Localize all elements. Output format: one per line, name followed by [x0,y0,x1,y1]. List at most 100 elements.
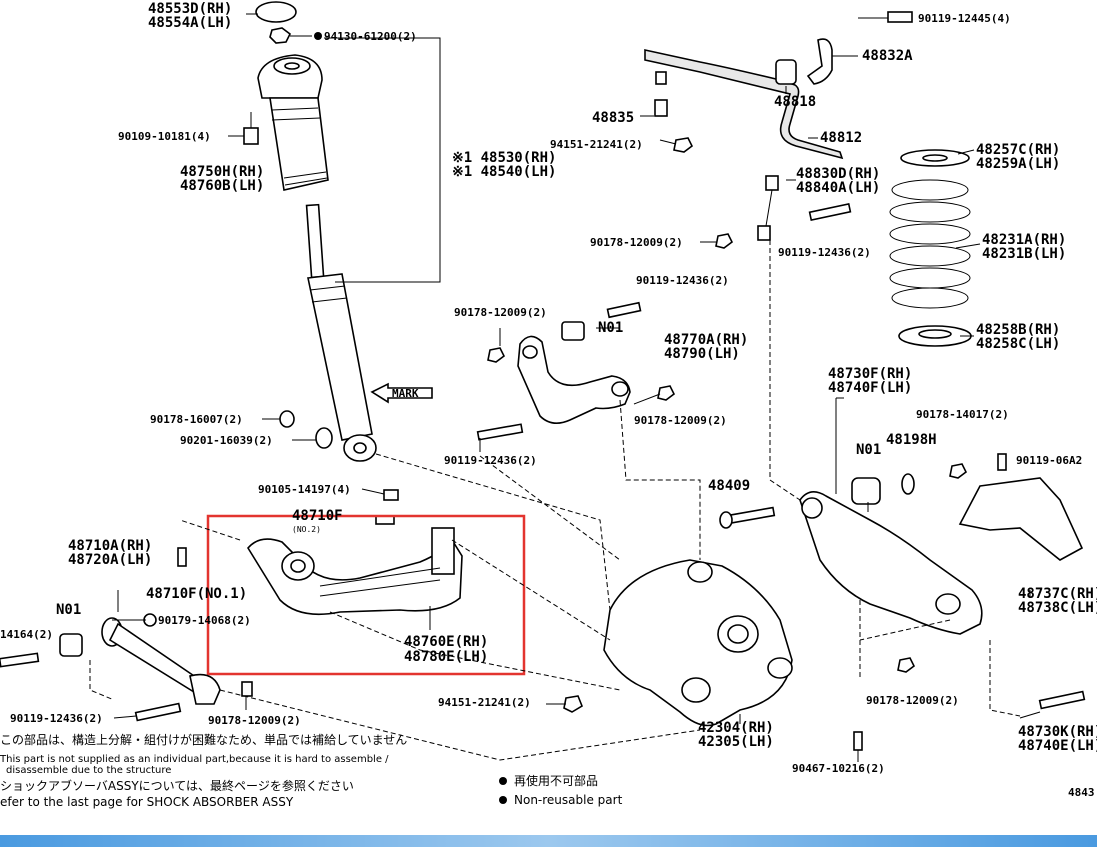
trailing-arm[interactable] [799,491,983,635]
label-lower-arm-no2-lh: 48780E(LH) [404,649,488,665]
label-trailing-arm: 48730F(RH) [828,366,912,382]
label-nut-lower-left: 90178-12009(2) [208,714,301,727]
non-reusable-dot-2 [499,796,507,804]
cam-bolt[interactable] [719,506,776,529]
stab-bracket[interactable] [806,38,833,85]
label-coil-spring-lh: 48231B(LH) [982,246,1066,262]
label-stab-link-lh: 48840A(LH) [796,180,880,196]
toe-bushing[interactable] [561,321,585,341]
stab-nut[interactable] [673,137,694,153]
mark-arrow [370,382,433,404]
shock-absorber-assembly[interactable] [255,1,377,462]
label-mark: MARK [392,387,419,400]
label-lower-arm-right-lh: 48738C(LH) [1018,600,1097,616]
mount-bolt[interactable] [243,112,259,145]
note-en1b: disassemble due to the structure [6,765,171,776]
label-code-corner: 4843 [1068,786,1095,799]
top-mount-cap [255,1,297,23]
stab-bolt[interactable] [887,11,913,23]
stabilizer-bar[interactable] [644,49,844,160]
stab-clamp-top [655,71,667,85]
label-stab-link: 48830D(RH) [796,166,880,182]
label-arm-bolt: 90105-14197(4) [258,483,351,496]
trailing-nut2[interactable] [897,657,916,673]
knuckle-nut[interactable] [563,695,583,713]
upper-mount-hole [284,62,300,70]
upper-arm-nut[interactable] [241,681,253,697]
coil-spring-group[interactable] [889,149,972,347]
label-n01-toe: N01 [598,320,623,336]
bracket-no1[interactable] [177,547,187,567]
label-mount-bolt: 90109-10181(4) [118,130,211,143]
note-en2: efer to the last page for SHOCK ABSORBER… [0,795,294,809]
label-toe-bolt: 90119-12436(2) [636,274,729,287]
toe-nut[interactable] [487,347,506,363]
label-lower-insulator: 48258B(RH) [976,322,1060,338]
label-toe-nut2: 90178-12009(2) [634,414,727,427]
label-shock-absorber: ※1 48530(RH) [452,150,556,166]
note-nr-jp: 再使用不可部品 [514,773,598,788]
highlight-box [206,514,526,676]
label-stab-nut: 94151-21241(2) [550,138,643,151]
stab-link-bolt[interactable] [808,202,852,222]
label-lower-arm-bottom-right-lh: 48740E(LH) [1018,738,1097,754]
label-stab-clamp: 48835 [592,110,634,126]
label-upper-arm: 48710A(RH) [68,538,152,554]
label-left-partial: 14164(2) [0,628,53,641]
right-bracket[interactable] [958,477,1084,561]
label-lower-arm-bottom-right: 48730K(RH) [1018,724,1097,740]
label-bottom-bolt: 90467-10216(2) [792,762,885,775]
label-top-mount-lh: 48554A(LH) [148,15,232,31]
left-bolt[interactable] [0,652,40,668]
stab-clamp[interactable] [654,99,668,117]
top-nut [269,27,292,44]
upper-arm-bushing[interactable] [59,633,83,657]
trailing-nut[interactable] [949,463,968,479]
shock-cylinder [307,273,373,441]
trailing-bushing[interactable] [851,477,881,505]
lower-arm-no2[interactable] [247,527,463,616]
label-coil-spring: 48231A(RH) [982,232,1066,248]
label-trailing-nut2: 90178-12009(2) [866,694,959,707]
knuckle[interactable] [603,559,793,727]
label-lower-insulator-lh: 48258C(LH) [976,336,1060,352]
label-knuckle-lh: 42305(LH) [698,734,774,750]
label-bracket-no1: 48710F(NO.1) [146,586,247,602]
label-bump-stopper-lh: 48760B(LH) [180,178,264,194]
coil-spring [889,179,971,309]
arm-bolt-head[interactable] [383,489,399,501]
label-bump-stopper: 48750H(RH) [180,164,264,180]
label-trailing-arm-lh: 48740F(LH) [828,380,912,396]
stab-bushing[interactable] [775,59,797,85]
upper-arm-bolt[interactable] [134,702,182,722]
label-lower-collar: 90201-16039(2) [180,434,273,447]
note-jp2: ショックアブソーバASSYについては、最終ページを参照ください [0,778,354,793]
bottom-bolt[interactable] [853,731,863,751]
bottom-right-bolt[interactable] [1038,690,1086,710]
trailing-collar[interactable] [901,473,915,495]
mount-bolt-head [243,127,259,145]
label-nut-90179: 90179-14068(2) [158,614,251,627]
footer-band [0,835,1097,847]
lower-collar[interactable] [315,427,333,449]
lower-cushion[interactable] [279,410,295,428]
stab-link-nut[interactable] [715,233,734,249]
label-upper-insulator-lh: 48259A(LH) [976,156,1060,172]
right-bolt[interactable] [997,453,1007,471]
stab-link[interactable] [757,175,779,241]
label-upper-arm-lh: 48720A(LH) [68,552,152,568]
toe-bolt[interactable] [606,301,642,319]
toe-arm[interactable] [517,335,631,424]
label-stabilizer-bar: 48812 [820,130,862,146]
label-stab-bushing: 48818 [774,94,816,110]
toe-nut2[interactable] [657,385,676,401]
toe-bolt2[interactable] [476,423,524,441]
label-top-mount: 48553D(RH) [148,1,232,17]
label-arm-bracket-no2: (NO.2) [292,525,321,534]
upper-arm[interactable] [101,617,221,705]
label-upper-insulator: 48257C(RH) [976,142,1060,158]
label-trailing-bushing: 48198H [886,432,937,448]
label-trailing-nut: 90178-14017(2) [916,408,1009,421]
